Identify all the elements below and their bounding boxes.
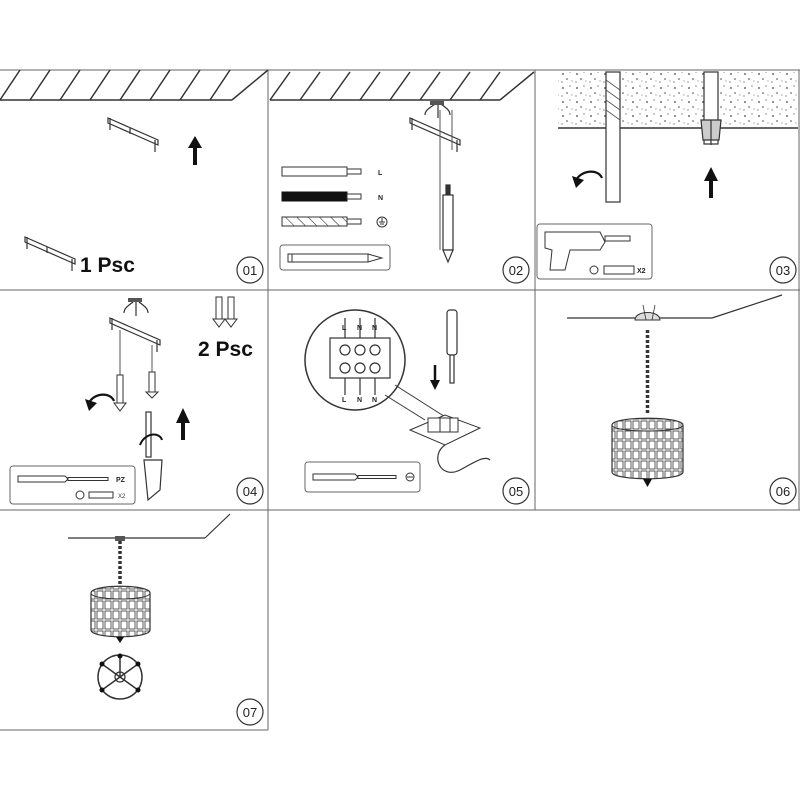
step-number: 06 — [776, 484, 790, 499]
step-badge — [236, 256, 264, 284]
anchor-count: X2 — [637, 268, 646, 275]
panel-step-03: X2 03 — [536, 71, 798, 284]
wire-label: L — [378, 170, 383, 177]
wire-icon: L — [281, 166, 383, 177]
wire-label: N — [378, 195, 383, 202]
panel-step-04: 2 Psc PZ X2 — [9, 296, 264, 505]
screwdriver-icon — [312, 473, 397, 481]
panel-grid — [0, 69, 800, 731]
quantity-label: 2 Psc — [198, 338, 253, 361]
up-arrow-icon — [188, 136, 202, 165]
drill-tool-box: X2 — [536, 223, 653, 280]
pencil-icon — [442, 184, 454, 264]
screw-count: X2 — [118, 494, 126, 500]
screwdriver-tip-label: PZ — [116, 477, 126, 484]
panel-step-05: L N N L N N 05 — [304, 309, 530, 505]
wall-anchor-icon — [700, 71, 722, 145]
rotate-arrow-icon — [572, 170, 604, 188]
screw-icon — [224, 296, 238, 328]
panel-step-01: 1 Psc 01 — [0, 69, 269, 284]
wire-icon — [281, 216, 388, 228]
terminal-label: L — [342, 325, 347, 332]
rotate-arrow-icon — [139, 433, 163, 446]
pendant-lamp-icon — [611, 304, 684, 487]
screwdriver-tool-box — [304, 461, 421, 493]
power-drill-icon — [544, 231, 631, 271]
step-number: 01 — [243, 263, 257, 278]
bracket-icon — [24, 236, 76, 271]
rotate-arrow-icon — [85, 393, 116, 411]
pendant-lamp-icon — [90, 536, 151, 643]
screwdriver-tool-box: PZ X2 — [9, 465, 136, 505]
down-arrow-icon — [430, 365, 440, 390]
cable-icon — [437, 444, 491, 473]
up-arrow-icon — [704, 167, 718, 198]
terminal-label: L — [342, 397, 347, 404]
pencil-tool-box — [279, 244, 391, 271]
panel-step-02: L N 02 — [269, 71, 535, 284]
step-badge — [502, 256, 530, 284]
screwdriver-icon — [143, 411, 163, 502]
screw-icon — [212, 296, 226, 328]
step-badge — [769, 256, 797, 284]
wire-icon: N — [281, 191, 383, 202]
wire-bundle-icon — [424, 101, 451, 118]
up-arrow-icon — [176, 408, 190, 440]
terminal-label: N — [372, 397, 377, 404]
screw-icon — [144, 371, 160, 399]
terminal-block-icon — [329, 318, 391, 395]
screwdriver-icon — [446, 309, 458, 384]
bracket-icon — [409, 117, 461, 152]
step-number: 03 — [776, 263, 790, 278]
panel-step-06: 06 — [567, 294, 797, 505]
wall-anchor-icon — [589, 265, 635, 275]
step-number: 07 — [243, 705, 257, 720]
step-badge — [236, 477, 264, 505]
ground-symbol-icon — [376, 216, 388, 228]
terminal-block-icon — [408, 414, 482, 446]
panel-step-07: 07 — [68, 513, 264, 726]
bracket-icon — [109, 317, 161, 352]
ceiling-hatch — [269, 71, 535, 101]
screw-icon — [113, 374, 127, 412]
screw-icon — [75, 490, 114, 500]
step-number: 02 — [509, 263, 523, 278]
screwdriver-icon — [17, 475, 109, 483]
ceiling-concrete — [558, 72, 798, 128]
bracket-icon — [107, 117, 159, 152]
pencil-icon — [287, 253, 384, 263]
terminal-label: N — [357, 325, 362, 332]
step-badge — [236, 698, 264, 726]
ceiling-hatch — [0, 69, 269, 101]
step-number: 04 — [243, 484, 257, 499]
drill-bit-icon — [605, 71, 621, 203]
step-badge — [769, 477, 797, 505]
step-number: 05 — [509, 484, 523, 499]
quantity-label: 1 Psc — [80, 254, 135, 277]
lamp-base-icon — [97, 653, 143, 700]
wire-bundle-icon — [123, 298, 149, 316]
terminal-label: N — [357, 397, 362, 404]
terminal-label: N — [372, 325, 377, 332]
step-badge — [502, 477, 530, 505]
